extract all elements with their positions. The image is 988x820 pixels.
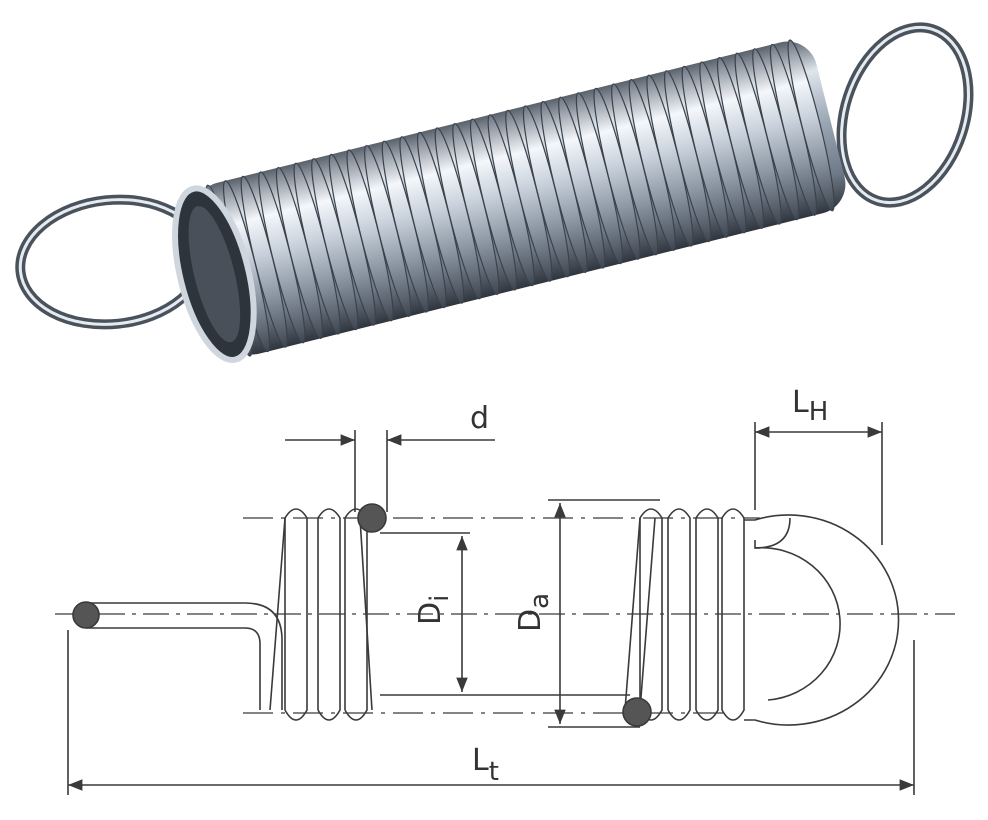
coil-turn (787, 39, 835, 212)
dimension-labels: d LH Di Da Lt (413, 385, 828, 787)
wire-section-top (357, 503, 387, 533)
right-diagonal-b (639, 517, 656, 711)
label-lh: LH (792, 385, 828, 427)
right-hook-loop (836, 22, 974, 208)
label-lt: Lt (472, 743, 499, 787)
label-di: Di (413, 595, 455, 625)
right-hook-loop-highlight (840, 25, 970, 205)
label-da: Da (513, 593, 555, 632)
left-end-wire (86, 602, 283, 710)
wire-section-bottom (622, 697, 652, 727)
hook-inner (754, 517, 791, 549)
spring-photo (15, 22, 974, 363)
spring-drawing (55, 422, 955, 795)
right-coil-4 (721, 508, 745, 721)
label-d: d (470, 401, 489, 436)
right-coil-3 (695, 508, 719, 721)
right-coil-2 (667, 508, 691, 721)
left-diagonal-a (269, 517, 286, 711)
left-coil-1 (284, 508, 308, 721)
left-wire-section (72, 601, 100, 629)
left-coil-2 (317, 508, 341, 721)
left-diagonal-b (359, 517, 373, 711)
hook-loop (744, 514, 900, 726)
right-diagonal-a (624, 517, 641, 711)
